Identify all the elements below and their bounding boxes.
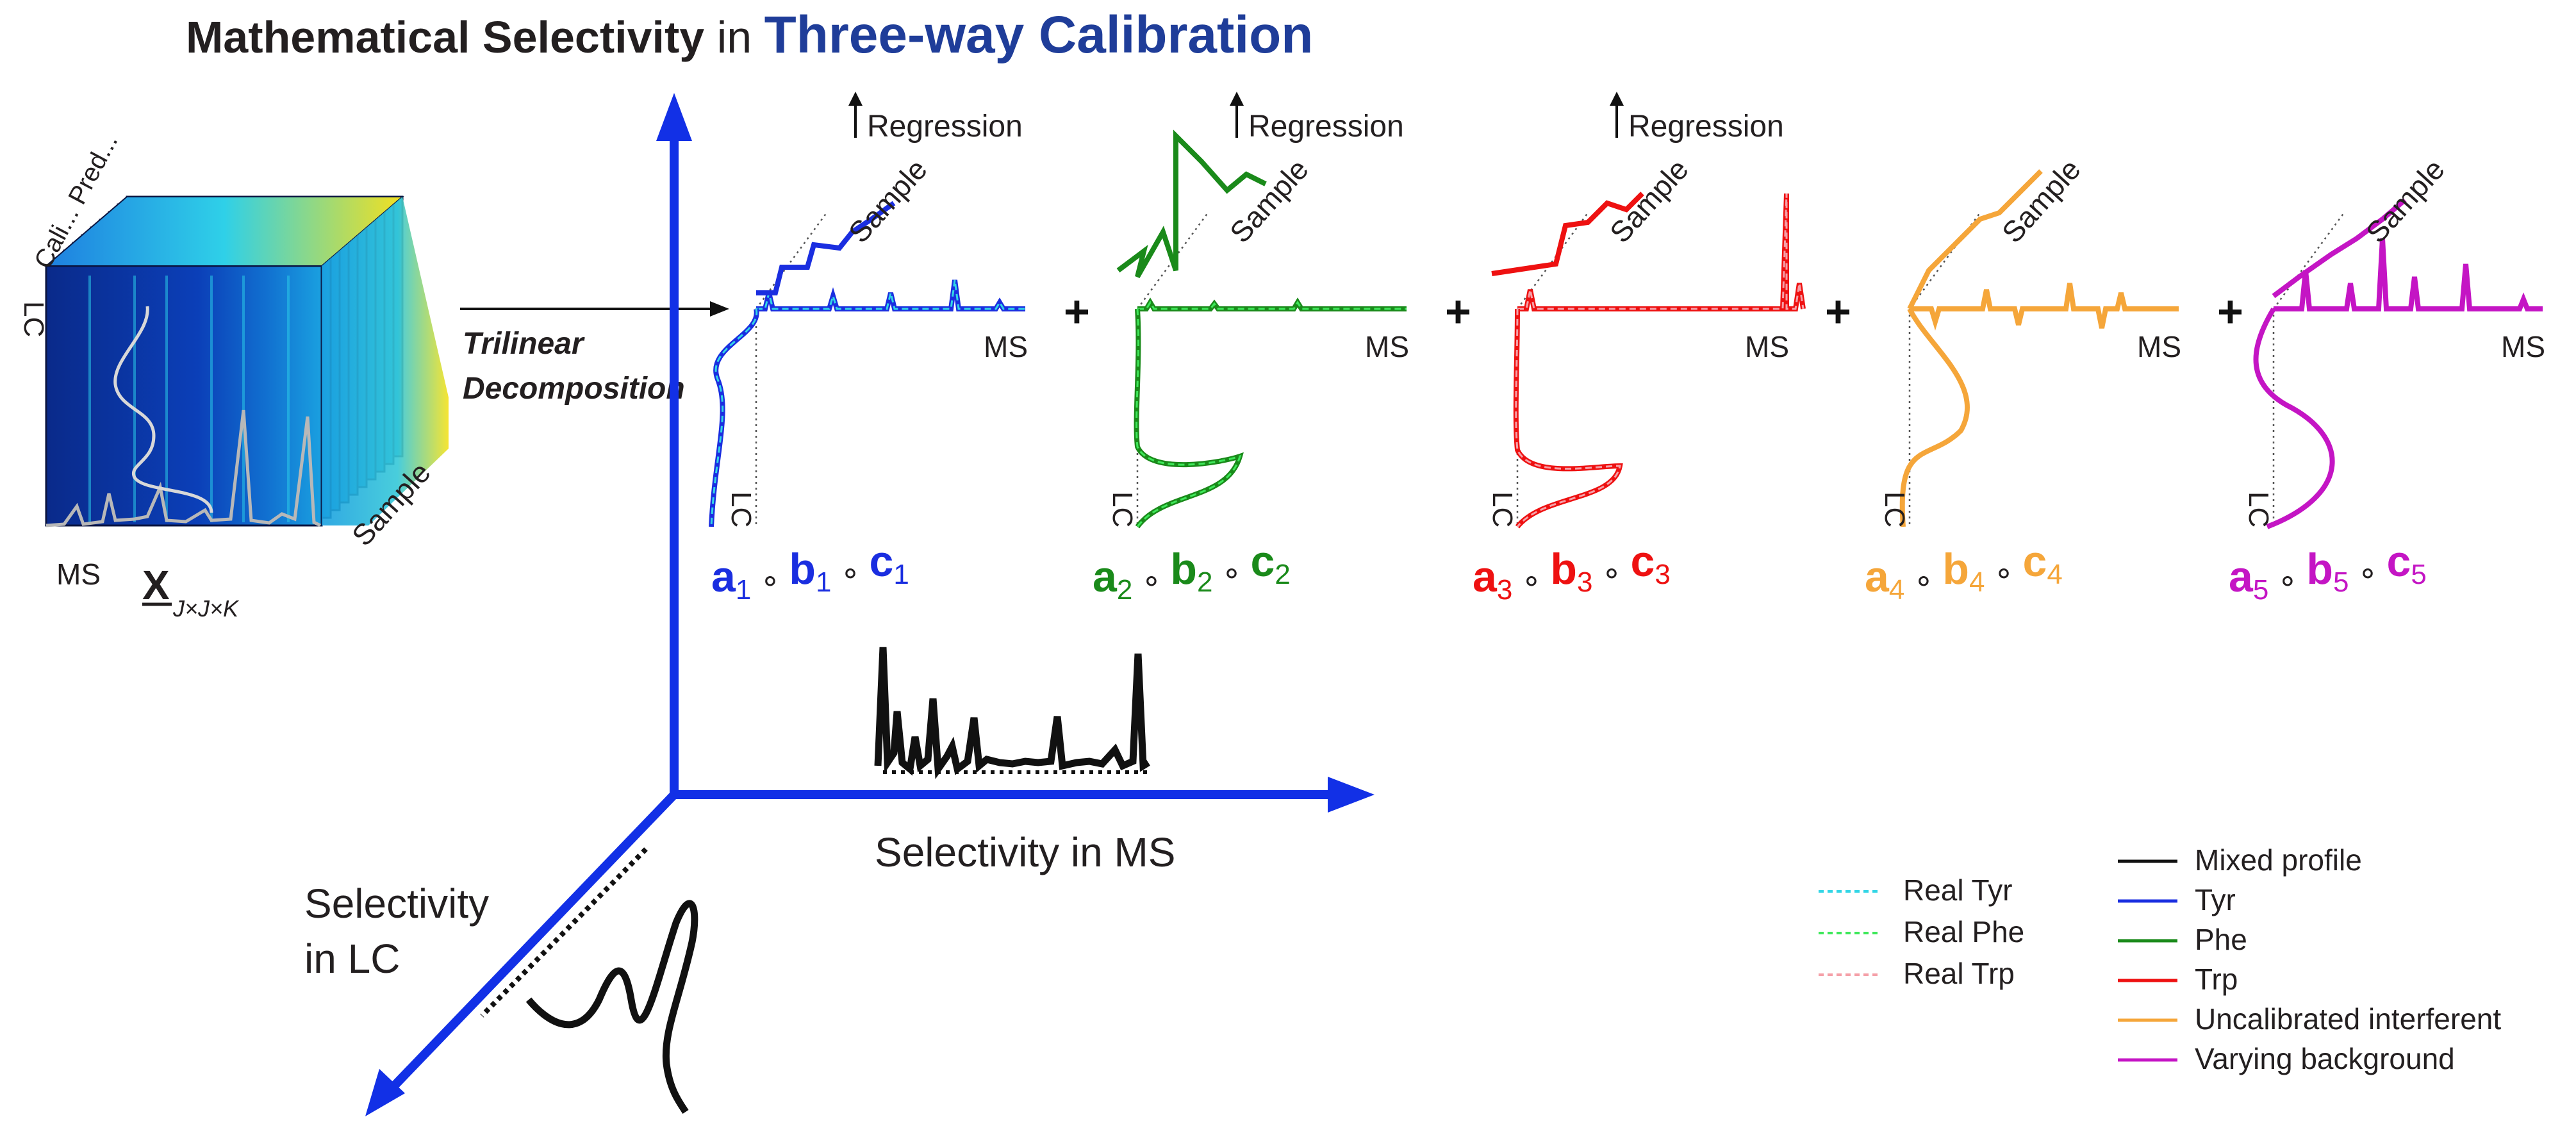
cube-slice (45, 265, 323, 527)
figure-title: Mathematical Selectivity in Three-way Ca… (186, 6, 1313, 64)
sample-guide-line (1136, 212, 1209, 310)
plus-sign: + (1064, 286, 1090, 336)
outer-product-formula: a3 ∘ b3 ∘ c3 (1473, 537, 1671, 606)
cube-side-face (322, 197, 449, 525)
real-ms-spectrum (1137, 301, 1407, 310)
tensor-subscript: J×J×K (172, 595, 240, 622)
outer-product-formula: a1 ∘ b1 ∘ c1 (711, 537, 909, 606)
title-part-1: Mathematical Selectivity (186, 12, 704, 62)
sample-profile (1116, 129, 1267, 278)
mixed-lc-profile (525, 900, 698, 1114)
regression-label: Regression (1248, 110, 1404, 144)
title-part-2: in (704, 12, 764, 62)
ms-axis-arrowhead (1328, 777, 1375, 813)
regression-arrowhead (1230, 92, 1244, 106)
lc-axis-arrowhead (365, 1069, 405, 1116)
lc-label: LC (1879, 492, 1910, 527)
sample-profile (756, 201, 896, 295)
lc-label: LC (1107, 492, 1138, 527)
decomposition-label-line1: Trilinear (463, 327, 585, 361)
real-lc-profile (1515, 308, 1621, 527)
outer-product-formula: a4 ∘ b4 ∘ c4 (1865, 537, 2063, 606)
vertical-axis-arrowhead (656, 93, 692, 141)
cube-ms-label: MS (56, 558, 101, 591)
regression-label: Regression (867, 110, 1023, 144)
lc-dotted-line (480, 847, 648, 1018)
title-part-3: Three-way Calibration (764, 6, 1314, 64)
plus-sign: + (1445, 286, 1471, 336)
lc-profile (1899, 308, 1970, 527)
legend-component-label: Phe (2195, 923, 2247, 956)
legend-component-label: Tyr (2195, 883, 2236, 916)
selectivity-axes: Selectivity in MS Selectivity in LC (304, 93, 1375, 1116)
legend-component-label: Uncalibrated interferent (2195, 1002, 2501, 1036)
selectivity-ms-label: Selectivity in MS (875, 829, 1175, 875)
ms-label: MS (2137, 330, 2181, 363)
ms-label: MS (984, 330, 1028, 363)
ms-label: MS (1365, 330, 1409, 363)
tensor-symbol: X (142, 562, 170, 608)
decomposition-arrow: Trilinear Decomposition (460, 301, 729, 406)
selectivity-lc-label-2: in LC (304, 936, 400, 982)
sample-guide-line (1516, 212, 1589, 310)
sample-label: Sample (1603, 153, 1695, 249)
ms-spectrum (1910, 283, 2179, 331)
cube-lc-profile (113, 306, 213, 513)
legend-real-label: Real Tyr (1903, 873, 2012, 907)
ms-spectrum (2274, 238, 2543, 311)
regression-arrowhead (1610, 92, 1624, 106)
data-cube: LC Cali... Pred... MS Sample X J×J×K (18, 129, 449, 622)
lc-label: LC (1487, 492, 1518, 527)
sample-label: Sample (842, 153, 934, 249)
cube-lc-label: LC (18, 301, 49, 337)
lc-axis (384, 791, 678, 1096)
ms-label: MS (1745, 330, 1789, 363)
sample-guide-line (2272, 212, 2345, 310)
decomposition-label-line2: Decomposition (463, 372, 685, 406)
sample-profile (1491, 192, 1644, 276)
real-ms-spectrum (756, 279, 1025, 310)
regression-label: Regression (1628, 110, 1784, 144)
lc-label: LC (2243, 492, 2274, 527)
plus-sign: + (2217, 286, 2243, 336)
outer-product-formula: a5 ∘ b5 ∘ c5 (2229, 537, 2427, 606)
legend-component-label: Varying background (2195, 1042, 2455, 1075)
legend-component-label: Trp (2195, 963, 2238, 996)
real-ms-spectrum (1517, 193, 1804, 310)
lc-profile (1513, 308, 1623, 529)
outer-product-formula: a2 ∘ b2 ∘ c2 (1093, 537, 1291, 606)
sample-profile (1907, 169, 2043, 310)
legend-real-label: Real Trp (1903, 957, 2015, 990)
sample-label: Sample (1223, 153, 1315, 249)
sample-label: Sample (2359, 153, 2451, 249)
legend-component-label: Mixed profile (2195, 843, 2362, 877)
lc-label: LC (725, 492, 757, 527)
cube-ms-spectrum (45, 409, 322, 527)
sample-guide-line (755, 212, 828, 310)
regression-arrowhead (848, 92, 863, 106)
legend-real-label: Real Phe (1903, 915, 2024, 948)
real-lc-profile (710, 308, 758, 527)
selectivity-lc-label-1: Selectivity (304, 881, 489, 927)
plus-sign: + (1825, 286, 1851, 336)
mixed-ms-profile (874, 647, 1150, 779)
lc-profile (1134, 308, 1244, 529)
real-lc-profile (1135, 308, 1242, 527)
ms-label: MS (2501, 330, 2545, 363)
lc-profile (2253, 307, 2335, 529)
sample-profile (2272, 197, 2407, 299)
